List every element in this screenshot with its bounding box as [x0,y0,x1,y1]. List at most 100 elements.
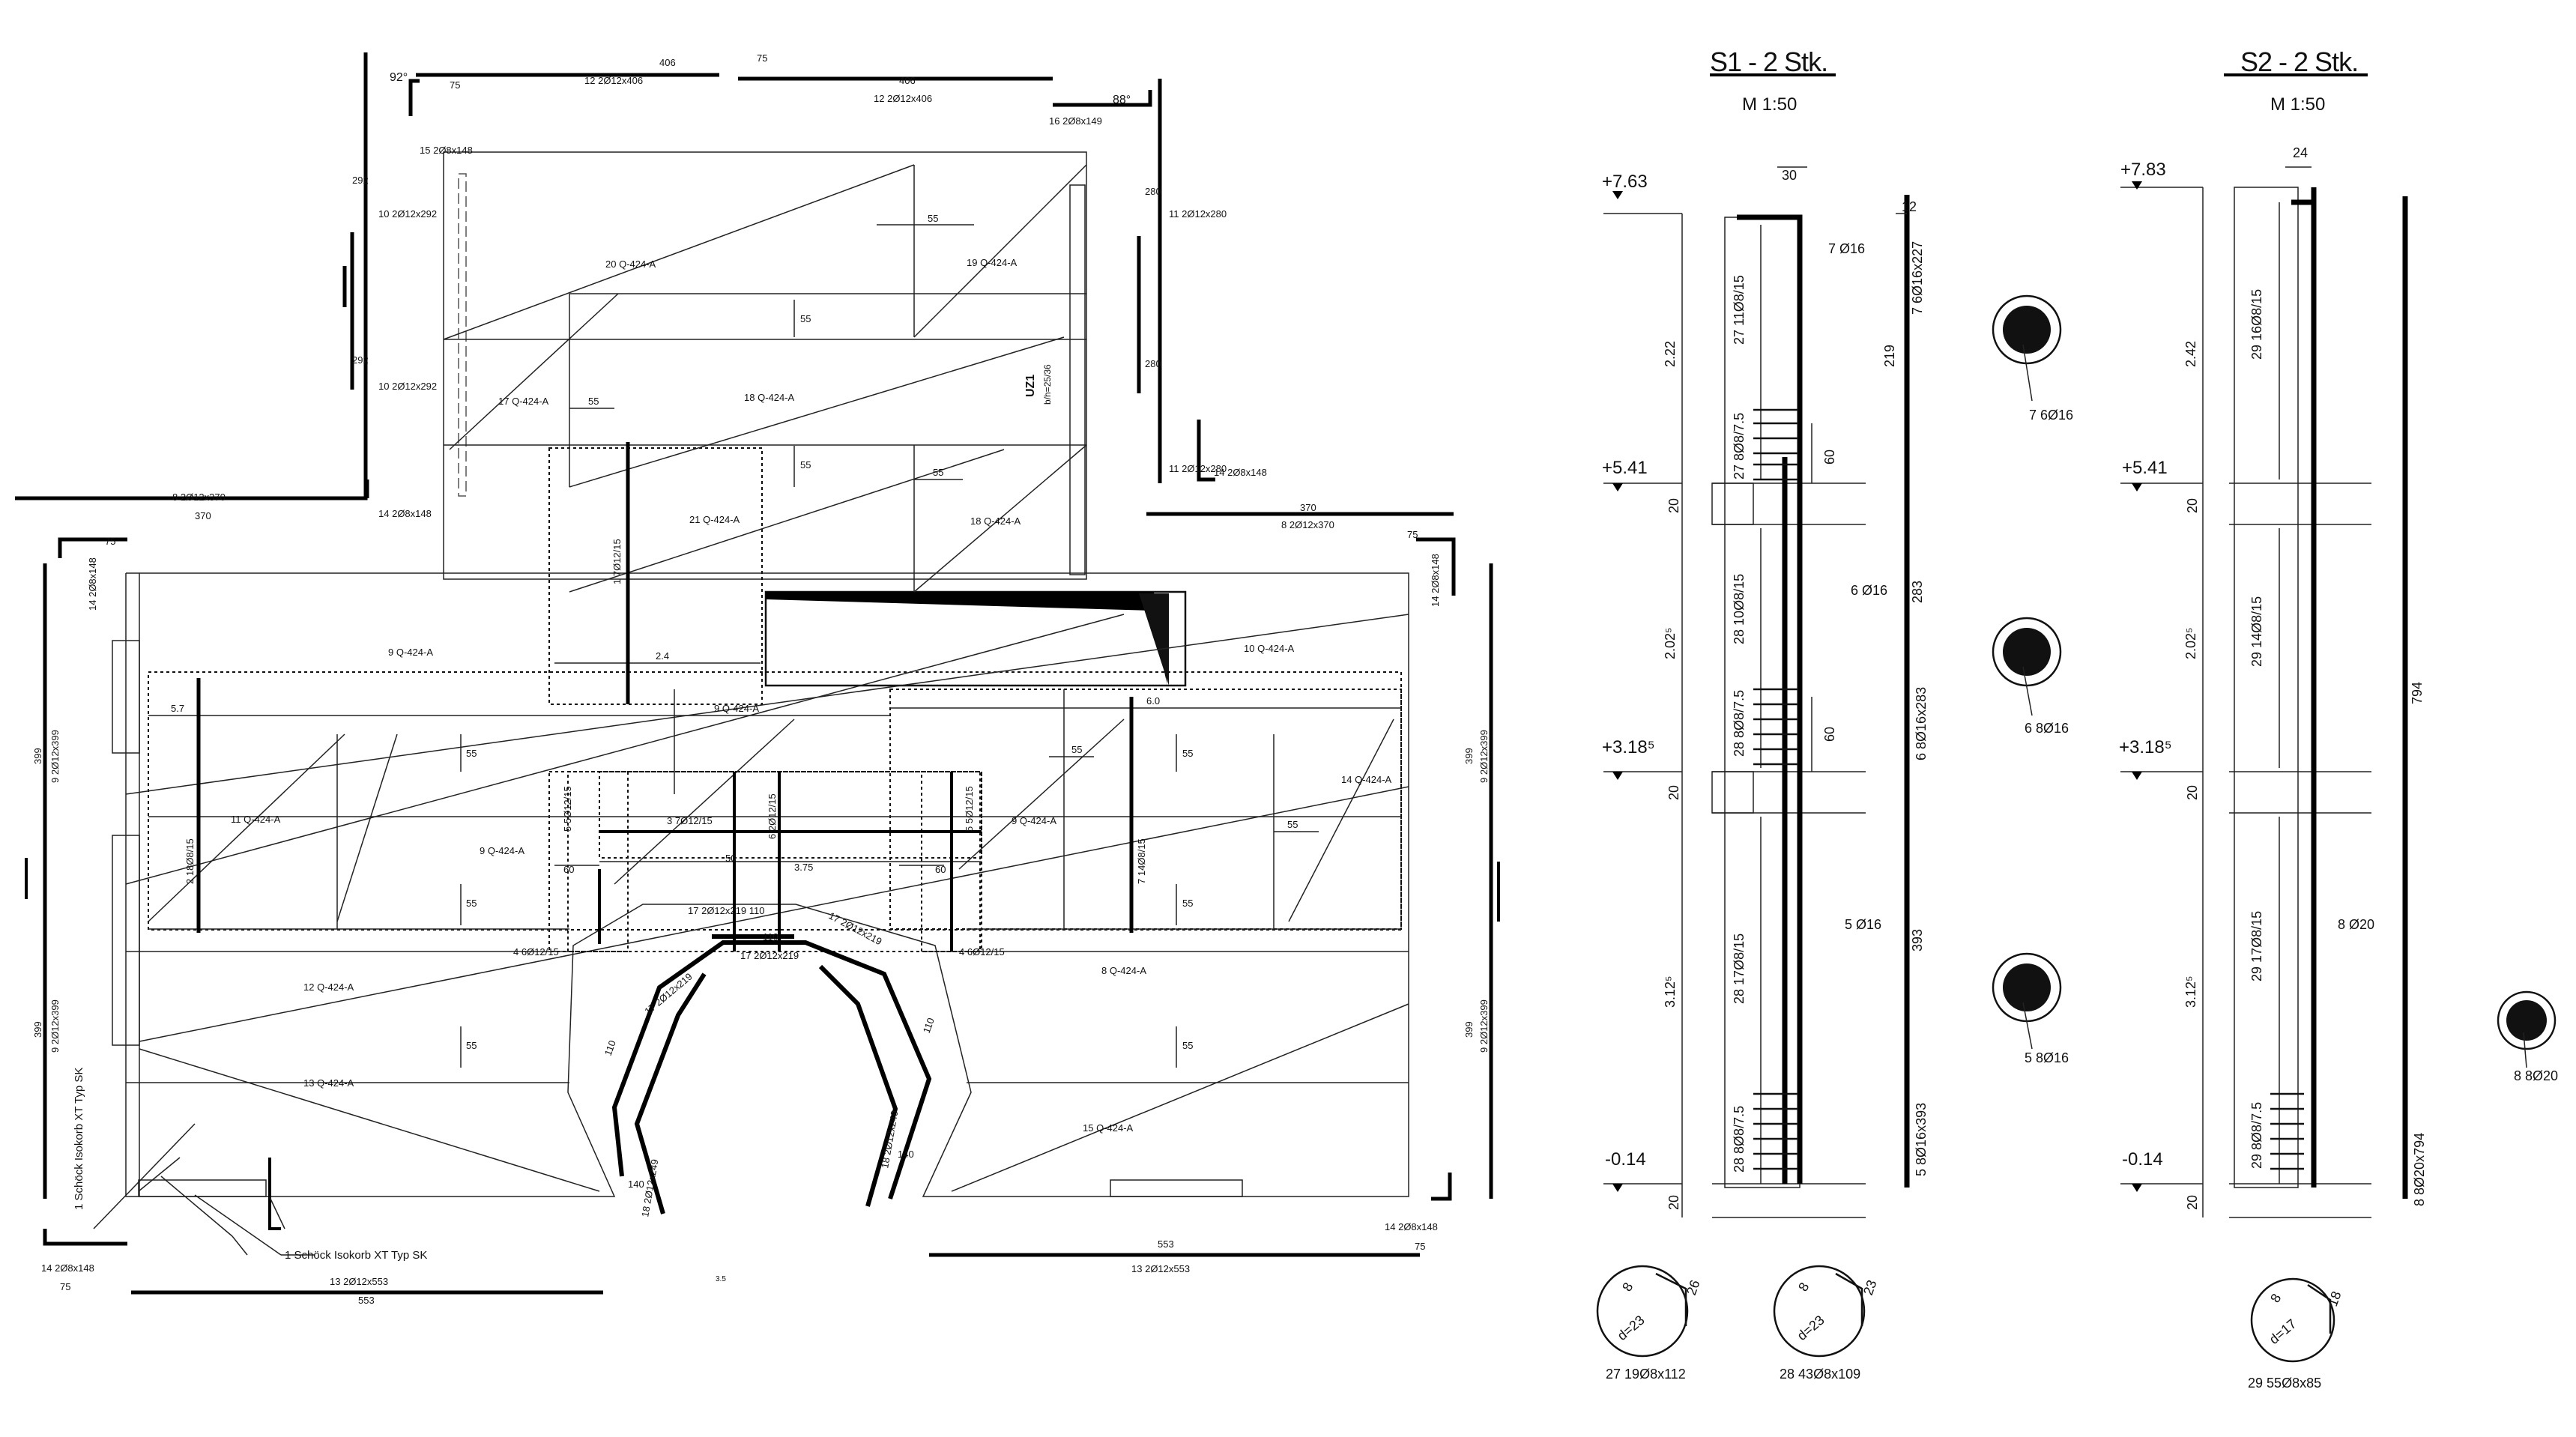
rebar-mark: 9 2Ø12x399 [49,730,61,783]
dim-label: 55 [1182,1040,1193,1051]
s1-cross-section-7 [1992,294,2062,402]
height-label: 2.42 [2183,341,2198,367]
dim-label: 75 [105,536,115,547]
dim-label: 140 [898,1149,914,1160]
section-label: 5 8Ø16 [2025,1050,2069,1065]
dim-label: 75 [757,52,767,64]
stirrup-label: 28 10Ø8/15 [1732,574,1747,644]
s2-labels: S2 - 2 Stk. M 1:50 +7.83 +5.41 +3.18⁵ -0… [2119,46,2558,1391]
isokorb-label: 1 Schöck Isokorb XT Typ SK [73,1068,85,1210]
dim-label: 399 [1463,748,1475,764]
mesh-label: 13 Q-424-A [303,1077,354,1089]
column-s2-elevation [2120,166,2557,1363]
stirrup-label: 29 8Ø8/7.5 [2249,1102,2264,1169]
dim-label: 219 [1882,345,1897,367]
mesh-label: 17 Q-424-A [498,396,549,407]
dim-label: 553 [1158,1238,1174,1250]
mesh-label: 9 Q-424-A [480,845,524,856]
rebar-mark: 11 2Ø12x280 [1169,208,1227,220]
stirrup-detail-b: 8 [1795,1280,1812,1294]
bar-callout: 8 Ø20 [2338,917,2374,932]
dim-label: 370 [1300,502,1316,513]
s1-cross-section-6 [1992,617,2062,716]
s2-stirrup-detail-29 [2250,1277,2335,1363]
stirrup-detail-d: d=23 [1615,1313,1648,1343]
dim-label: 283 [1910,581,1925,603]
dim-label: 55 [466,748,477,759]
stirrup-detail-label: 28 43Ø8x109 [1780,1367,1860,1382]
stirrup-detail-b: 8 [1619,1280,1636,1294]
dim-label: 140 [628,1179,644,1190]
bar-callout: 5 Ø16 [1845,917,1881,932]
arch-mark: 17 2Ø12x219 110 [688,905,764,916]
stirrup-label: 28 8Ø8/7.5 [1732,690,1747,757]
rebar-mark: 9 2Ø12x399 [1478,999,1490,1053]
mesh-label: 14 Q-424-A [1341,774,1392,785]
rebar-mark: 7 14Ø8/15 [1136,838,1147,884]
dim-label: 60 [1822,727,1837,742]
level-label: +7.83 [2120,160,2166,180]
rebar-mark: 16 2Ø8x149 [1049,115,1102,127]
level-label: +5.41 [1602,458,1648,478]
rebar-mark: 9 2Ø12x399 [1478,730,1490,783]
rebar-mark: 14 2Ø8x148 [41,1262,94,1274]
rebar-mark: 5 5Ø12/15 [964,786,975,832]
dim-label: 75 [60,1281,70,1292]
rebar-mark: 8 2Ø12x370 [172,491,226,503]
mesh-label: 9 Q-424-A [388,647,433,658]
dim-label: 370 [195,510,211,521]
rebar-mark: 12 2Ø12x406 [584,75,643,86]
level-label: -0.14 [1605,1149,1646,1170]
rebar-mark: 15 2Ø8x148 [420,145,473,156]
rebar-mark: 14 2Ø8x148 [378,508,432,519]
stirrup-label: 29 14Ø8/15 [2249,596,2264,667]
stirrup-label: 29 17Ø8/15 [2249,911,2264,981]
dim-label: 3.5 [716,1275,726,1283]
dim-label: 794 [2410,682,2425,704]
s1-stirrup-detail-27 [1596,1265,1689,1358]
dim-label: 20 [1666,785,1681,800]
level-label: +3.18⁵ [2119,737,2172,757]
rebar-mark: 14 2Ø8x148 [1214,467,1267,478]
angle-label: 88° [1113,94,1131,106]
section-label: 7 6Ø16 [2029,408,2073,423]
bar-callout: 6 Ø16 [1851,583,1887,598]
width-label: 24 [2293,145,2308,160]
rebar-mark: 3 7Ø12/15 [667,815,713,826]
floor-plan [15,52,1500,1295]
dim-label: 55 [1071,744,1082,755]
s2-scale: M 1:50 [2270,94,2325,115]
s1-cross-section-5 [1992,952,2062,1050]
bar-label: 8 8Ø20x794 [2412,1133,2427,1206]
dim-label: 399 [32,1021,43,1038]
mesh-label: 21 Q-424-A [689,514,740,525]
bar-label: 6 8Ø16x283 [1914,687,1929,760]
dim-label: 55 [466,1040,477,1051]
rebar-mark: 2 18Ø8/15 [184,838,196,884]
stirrup-label: 28 8Ø8/7.5 [1732,1106,1747,1173]
plan-labels: 92° 88° 406 406 75 75 12 2Ø12x406 12 2Ø1… [32,52,1490,1306]
dim-label: 55 [1287,819,1298,830]
dim-label: 75 [1407,529,1418,540]
rebar-mark: 8 2Ø12x370 [1281,519,1334,530]
bar-label: 5 8Ø16x393 [1914,1103,1929,1176]
dim-label: 75 [450,79,460,91]
section-label: 6 8Ø16 [2025,721,2069,736]
dim-label: 110 [602,1038,618,1057]
rebar-mark: 13 2Ø12x553 [1131,1263,1190,1274]
dim-label: 55 [800,459,811,471]
height-label: 2.02⁵ [2183,628,2198,660]
mesh-label: 15 Q-424-A [1083,1122,1134,1134]
bar-label: 7 6Ø16x227 [1910,241,1925,315]
dim-label: 110 [763,931,778,943]
dim-label: 399 [1463,1021,1475,1038]
rebar-mark: 4 6Ø12/15 [513,946,559,958]
mesh-label: 8 Q-424-A [1101,965,1146,976]
arch-mark: 17 2Ø12x219 [642,971,694,1017]
column-s1-elevation [1596,73,2368,1358]
mesh-label: 9 Q-424-A [1012,815,1056,826]
height-label: 3.12⁵ [1663,976,1678,1008]
rebar-mark: 10 2Ø12x292 [378,381,437,392]
stirrup-label: 29 16Ø8/15 [2249,289,2264,360]
s2-cross-section-8 [2497,990,2557,1068]
